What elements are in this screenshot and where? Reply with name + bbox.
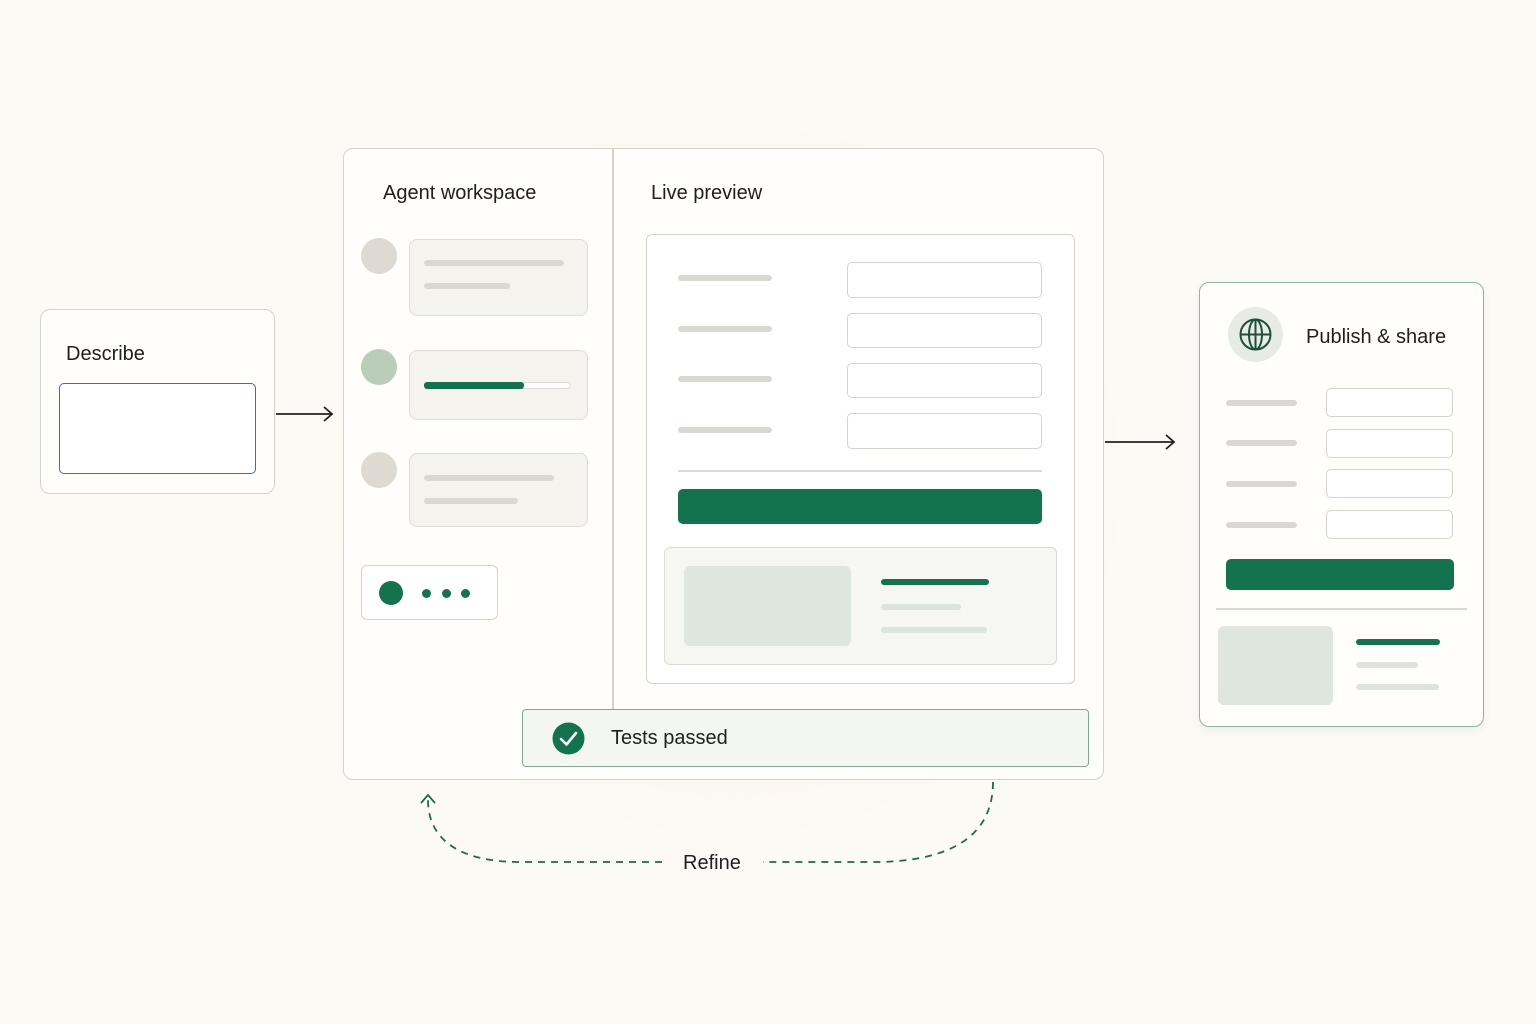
agent-avatar	[361, 452, 397, 488]
globe-icon	[1228, 307, 1283, 362]
form-field[interactable]	[1326, 388, 1453, 417]
message-line	[424, 475, 554, 481]
published-text-line	[1356, 684, 1439, 690]
tests-passed-label: Tests passed	[611, 727, 728, 749]
progress-fill	[424, 382, 524, 389]
result-thumbnail	[684, 566, 851, 646]
typing-avatar	[379, 581, 403, 605]
published-thumbnail	[1218, 626, 1333, 705]
agent-workspace-title: Agent workspace	[383, 182, 537, 204]
typing-indicator	[361, 565, 498, 620]
refine-loop-arrow	[427, 781, 994, 863]
publish-card: Publish & share	[1199, 282, 1484, 727]
result-title-line	[881, 579, 989, 585]
agent-avatar	[361, 238, 397, 274]
form-field[interactable]	[847, 313, 1042, 348]
arrow-describe-to-workspace	[276, 406, 334, 422]
check-circle-icon	[552, 722, 585, 755]
describe-card: Describe	[40, 309, 275, 494]
message-line	[424, 498, 518, 504]
form-label	[1226, 400, 1297, 406]
form-label	[1226, 522, 1297, 528]
preview-frame	[646, 234, 1075, 684]
form-field[interactable]	[1326, 510, 1453, 539]
agent-message	[409, 453, 588, 527]
tests-passed-banner: Tests passed	[522, 709, 1089, 767]
describe-input[interactable]	[59, 383, 256, 474]
form-label	[1226, 481, 1297, 487]
form-divider	[678, 470, 1042, 472]
agent-avatar-active	[361, 349, 397, 385]
workspace-card: Agent workspace Live preview	[343, 148, 1104, 780]
form-field[interactable]	[1326, 429, 1453, 458]
publish-title: Publish & share	[1306, 326, 1447, 348]
typing-dot	[461, 589, 470, 598]
form-label	[678, 376, 772, 382]
message-line	[424, 260, 564, 266]
publish-button[interactable]	[1226, 559, 1454, 590]
form-field[interactable]	[847, 262, 1042, 298]
form-field[interactable]	[847, 413, 1042, 449]
submit-button[interactable]	[678, 489, 1042, 524]
published-title-line	[1356, 639, 1440, 645]
form-label	[1226, 440, 1297, 446]
arrow-workspace-to-publish	[1105, 434, 1176, 450]
refine-label: Refine	[683, 852, 741, 874]
agent-message	[409, 239, 588, 316]
result-card	[664, 547, 1057, 665]
typing-dot	[422, 589, 431, 598]
result-text-line	[881, 604, 961, 610]
message-line	[424, 283, 510, 289]
publish-divider	[1216, 608, 1467, 610]
result-text-line	[881, 627, 987, 633]
live-preview-title: Live preview	[651, 182, 763, 204]
typing-dot	[442, 589, 451, 598]
panel-divider	[612, 149, 614, 709]
form-label	[678, 326, 772, 332]
agent-progress-message	[409, 350, 588, 420]
published-text-line	[1356, 662, 1418, 668]
refine-arrowhead	[420, 793, 436, 804]
form-label	[678, 275, 772, 281]
form-field[interactable]	[847, 363, 1042, 398]
form-field[interactable]	[1326, 469, 1453, 498]
describe-title: Describe	[66, 343, 145, 365]
form-label	[678, 427, 772, 433]
